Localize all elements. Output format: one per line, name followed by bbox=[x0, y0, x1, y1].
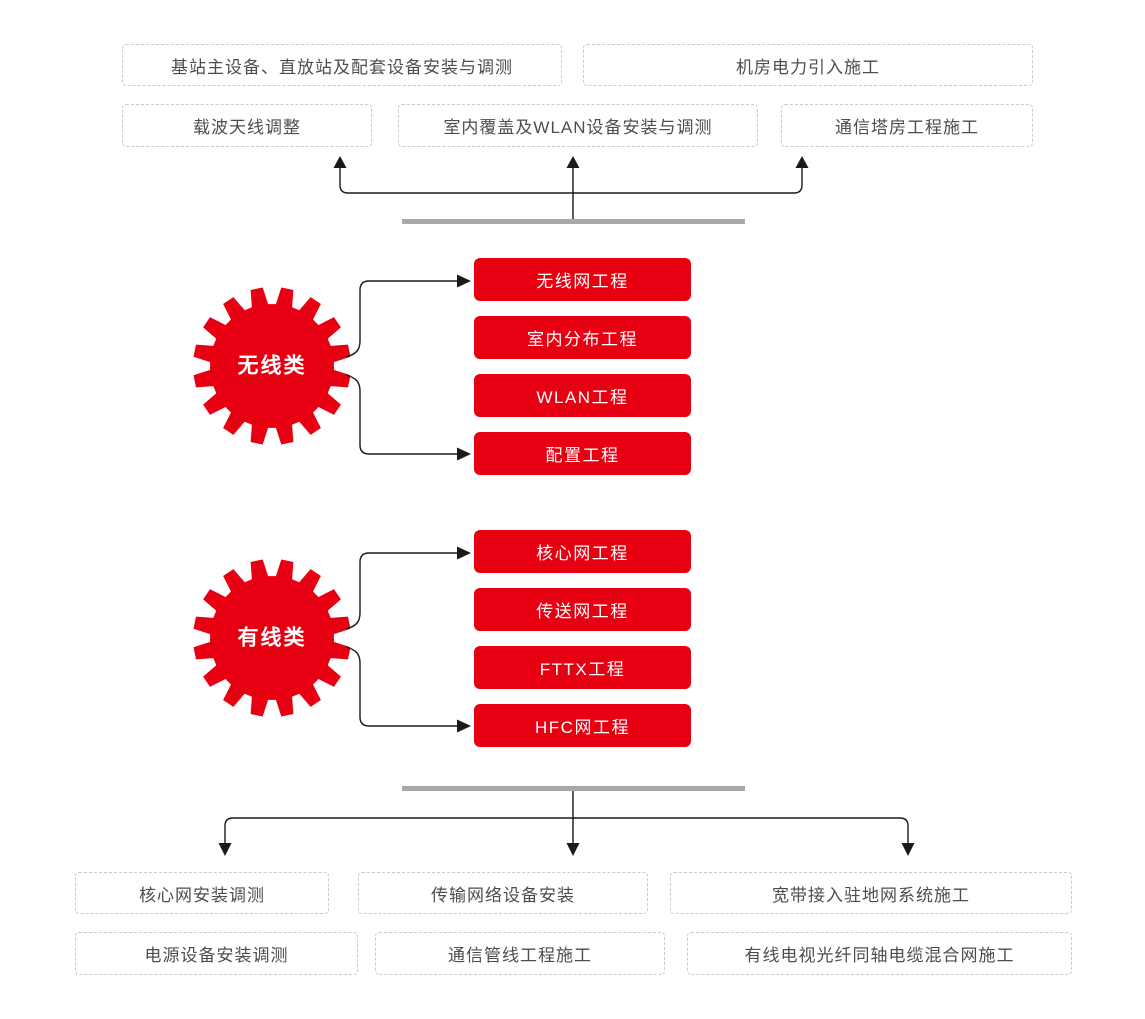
btn-fttx-project: FTTX工程 bbox=[474, 646, 691, 689]
arrow-down-right bbox=[901, 843, 915, 856]
top-box-base-station: 基站主设备、直放站及配套设备安装与调测 bbox=[122, 44, 562, 86]
btn-indoor-distribution: 室内分布工程 bbox=[474, 316, 691, 359]
arrow-up-left bbox=[333, 156, 347, 168]
gear-wired bbox=[193, 559, 351, 717]
g1-arrow-down bbox=[457, 447, 471, 461]
top-box-power-intro: 机房电力引入施工 bbox=[583, 44, 1033, 86]
gear-wireless bbox=[193, 287, 351, 445]
arrow-down-left bbox=[218, 843, 232, 856]
g2-arrow-down bbox=[457, 719, 471, 733]
btn-transport-network: 传送网工程 bbox=[474, 588, 691, 631]
gear-wired-label: 有线类 bbox=[238, 626, 307, 650]
top-branch-line bbox=[339, 167, 803, 194]
btn-configuration-project: 配置工程 bbox=[474, 432, 691, 475]
btn-wireless-network: 无线网工程 bbox=[474, 258, 691, 301]
g1-arrow-up bbox=[457, 274, 471, 288]
bottom-box-power-install: 电源设备安装调测 bbox=[75, 932, 358, 975]
btn-hfc-network: HFC网工程 bbox=[474, 704, 691, 747]
arrow-up-right bbox=[795, 156, 809, 168]
bottom-box-core-install: 核心网安装调测 bbox=[75, 872, 329, 914]
btn-wlan-project: WLAN工程 bbox=[474, 374, 691, 417]
bottom-box-catv-hybrid: 有线电视光纤同轴电缆混合网施工 bbox=[687, 932, 1072, 975]
bottom-branch-line bbox=[224, 817, 909, 843]
top-box-indoor-wlan: 室内覆盖及WLAN设备安装与调测 bbox=[398, 104, 758, 147]
bottom-box-transmission-install: 传输网络设备安装 bbox=[358, 872, 648, 914]
arrow-down-middle bbox=[566, 843, 580, 856]
bottom-box-pipeline-construction: 通信管线工程施工 bbox=[375, 932, 665, 975]
g1-connector-down bbox=[345, 374, 457, 455]
g2-connector-up bbox=[345, 552, 457, 630]
top-box-carrier-antenna: 载波天线调整 bbox=[122, 104, 372, 147]
top-box-tower-house: 通信塔房工程施工 bbox=[781, 104, 1033, 147]
btn-core-network: 核心网工程 bbox=[474, 530, 691, 573]
g2-connector-down bbox=[345, 646, 457, 727]
bottom-gray-bar bbox=[402, 786, 745, 791]
arrow-up-middle bbox=[566, 156, 580, 168]
gear-wireless-label: 无线类 bbox=[238, 354, 307, 378]
bottom-box-broadband-access: 宽带接入驻地网系统施工 bbox=[670, 872, 1072, 914]
g1-connector-up bbox=[345, 280, 457, 358]
g2-arrow-up bbox=[457, 546, 471, 560]
top-gray-bar bbox=[402, 219, 745, 224]
